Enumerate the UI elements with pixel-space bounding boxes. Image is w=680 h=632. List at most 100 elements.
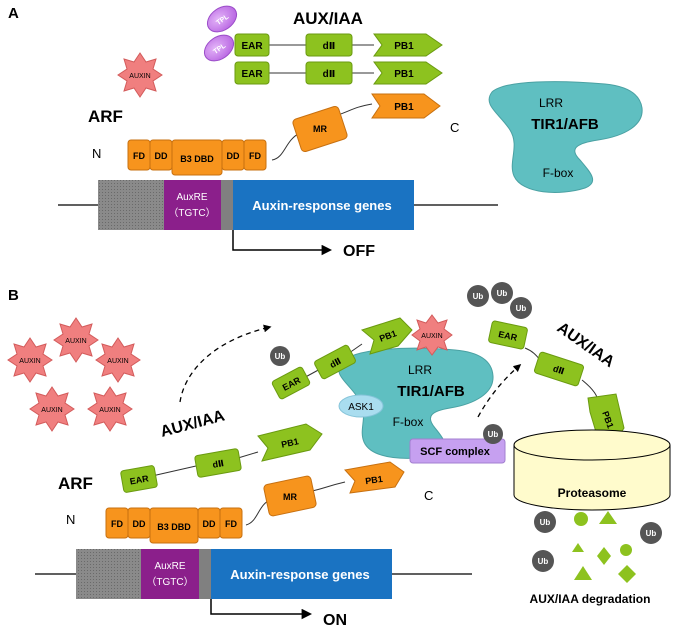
gene-locus-b: AuxRE （TGTC） Auxin-response genes <box>35 549 472 599</box>
ear-label-ub: EAR <box>497 329 518 343</box>
ub-label-scf: Ub <box>488 430 499 439</box>
arf-title-b: ARF <box>58 474 93 493</box>
auxin-molecule-b2: AUXIN <box>7 337 53 383</box>
ub-tag-u2 <box>491 282 513 304</box>
dd-label-a2: DD <box>227 151 240 161</box>
fragment-circle-1 <box>574 512 588 526</box>
tpl-protein-2: TPL <box>203 34 235 62</box>
aux-iaa-ubiquitinated: EAR dⅡ PB1 <box>488 320 625 446</box>
ub-tag-u1 <box>467 285 489 307</box>
c-terminus-b: C <box>424 488 433 503</box>
tir1-label-b: TIR1/AFB <box>397 383 465 400</box>
ub-chain: Ub Ub Ub <box>467 282 532 319</box>
pb1-label-a1: PB1 <box>394 41 414 52</box>
pb1-arf-label-b: PB1 <box>365 474 384 486</box>
d2-label-a1: dⅡ <box>323 41 336 52</box>
tir1-afb-receptor-b: LRR TIR1/AFB F-box <box>338 347 494 459</box>
aux-iaa-title-a: AUX/IAA <box>293 9 363 28</box>
auxin-label-a: AUXIN <box>129 73 150 80</box>
panel-b-label: B <box>8 287 19 304</box>
d2-label-ub: dⅡ <box>552 363 566 376</box>
mr-label-a: MR <box>313 124 327 134</box>
tgtc-label-b: （TGTC） <box>146 576 193 588</box>
mr-label-b: MR <box>283 492 297 502</box>
auxin-label-b5: AUXIN <box>99 407 120 414</box>
ub-fragment-label-2: Ub <box>646 529 657 538</box>
fd-label-a1: FD <box>133 151 145 161</box>
auxin-molecule-b3: AUXIN <box>95 337 141 383</box>
aux-iaa-chain-b-free: EAR dⅡ PB1 <box>120 423 323 493</box>
ub-tag-scf: Ub <box>483 424 503 444</box>
ub-label-u2: Ub <box>497 289 508 298</box>
ask1-label: ASK1 <box>348 402 374 413</box>
tpl-protein-1: TPL <box>206 5 238 33</box>
auxin-molecule-bound: AUXIN <box>411 314 453 356</box>
auxin-molecule-b1: AUXIN <box>53 317 99 363</box>
auxin-label-b2: AUXIN <box>19 358 40 365</box>
arf-title-a: ARF <box>88 107 123 126</box>
fragment-circle-2 <box>620 544 632 556</box>
ub-fragment-3 <box>532 550 554 572</box>
b3dbd-label-b: B3 DBD <box>157 522 191 532</box>
d2-label-a2: dⅡ <box>323 69 336 80</box>
auxin-label-bound: AUXIN <box>421 333 442 340</box>
proteasome: Proteasome <box>513 429 671 511</box>
fd-label-a2: FD <box>249 151 261 161</box>
aux-iaa-chain-bound: EAR dⅡ PB1 <box>271 317 413 400</box>
auxin-label-b1: AUXIN <box>65 338 86 345</box>
fragment-triangle-2 <box>572 543 584 552</box>
ear-label-a2: EAR <box>241 69 263 80</box>
panel-a-label: A <box>8 5 19 22</box>
fragment-diamond-1 <box>597 547 611 565</box>
pb1-label-b-free: PB1 <box>280 436 299 449</box>
degradation-products: Ub Ub Ub <box>532 511 662 583</box>
auxin-label-b3: AUXIN <box>107 358 128 365</box>
degradation-label: AUX/IAA degradation <box>530 592 651 606</box>
tir1-label-a: TIR1/AFB <box>531 116 599 133</box>
genes-label-b: Auxin-response genes <box>230 567 369 582</box>
dd-label-a1: DD <box>155 151 168 161</box>
arf-protein-a: FD DD B3 DBD DD FD MR PB1 <box>127 93 441 176</box>
off-label: OFF <box>343 243 375 260</box>
proteasome-label: Proteasome <box>558 486 627 500</box>
ub-fragment-label-1: Ub <box>540 518 551 527</box>
transcription-arrow-off <box>232 230 333 256</box>
pb1-arf-label-a: PB1 <box>394 102 414 113</box>
auxin-molecule-b4: AUXIN <box>29 386 75 432</box>
tir1-afb-receptor-a: LRR TIR1/AFB F-box <box>488 81 643 193</box>
fbox-label-b: F-box <box>393 415 424 429</box>
n-terminus-b: N <box>66 512 75 527</box>
ear-label-a1: EAR <box>241 41 263 52</box>
auxin-molecule-a: AUXIN <box>117 52 163 98</box>
auxin-label-b4: AUXIN <box>41 407 62 414</box>
ear-label-b-free: EAR <box>129 473 150 486</box>
d2-label-b-free: dⅡ <box>212 458 225 470</box>
dd-label-b1: DD <box>133 519 146 529</box>
aux-iaa-title-b1: AUX/IAA <box>159 407 227 441</box>
fd-label-b2: FD <box>225 519 237 529</box>
ub-tag-u3 <box>510 297 532 319</box>
ask1-protein: ASK1 <box>338 394 384 418</box>
gene-locus-a: AuxRE （TGTC） Auxin-response genes <box>58 180 498 230</box>
fragment-triangle-3 <box>574 566 592 580</box>
lrr-label-b: LRR <box>408 363 432 377</box>
transcription-arrow-on <box>210 599 313 620</box>
fragment-triangle-1 <box>599 511 617 524</box>
lrr-label-a: LRR <box>539 96 563 110</box>
arf-protein-b: FD DD B3 DBD DD FD MR PB1 <box>105 461 405 544</box>
ub-label-u1: Ub <box>473 292 484 301</box>
aux-iaa-chain-a2: EAR dⅡ PB1 <box>234 61 443 85</box>
fbox-label-a: F-box <box>543 166 574 180</box>
ub-fragment-2 <box>640 522 662 544</box>
dd-label-b2: DD <box>203 519 216 529</box>
b3dbd-label-a: B3 DBD <box>180 154 214 164</box>
scf-complex: SCF complex <box>409 438 506 464</box>
ub-tag-b1: Ub <box>270 346 290 366</box>
fd-label-b1: FD <box>111 519 123 529</box>
ub-fragment-label-3: Ub <box>538 557 549 566</box>
n-terminus-a: N <box>92 146 101 161</box>
aux-iaa-chain-a1: EAR dⅡ PB1 <box>234 33 443 57</box>
dashed-arrow-binding <box>179 324 272 403</box>
pb1-label-a2: PB1 <box>394 69 414 80</box>
